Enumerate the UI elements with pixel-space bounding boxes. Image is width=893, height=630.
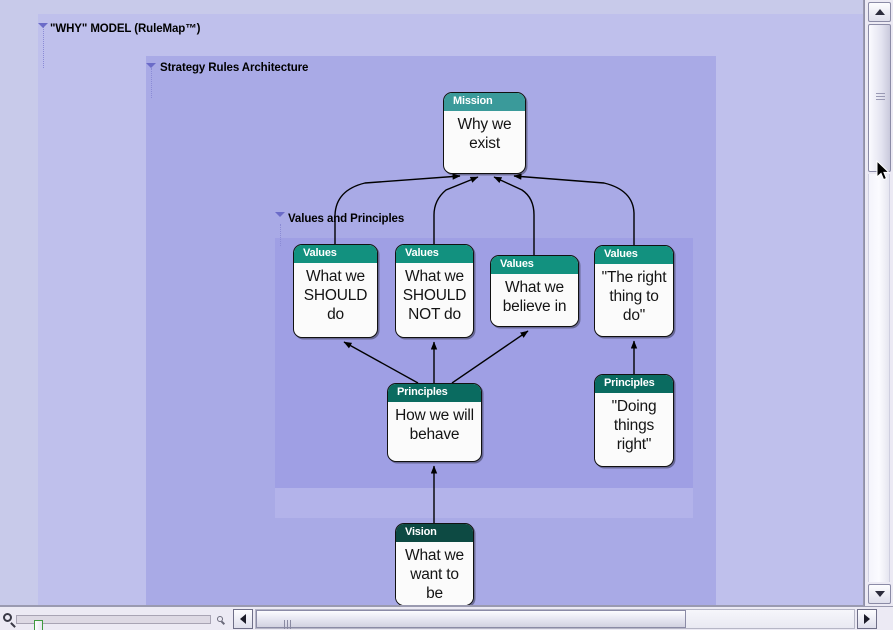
- zoom-slider[interactable]: [16, 615, 211, 630]
- node-values4-header: Values: [595, 246, 673, 264]
- guide-line-strategy: [151, 68, 152, 98]
- scrollbar-grip-icon: [876, 93, 885, 100]
- node-vision-text: What we want to be: [396, 542, 473, 605]
- magnifier-minus-icon[interactable]: [217, 616, 223, 622]
- container-inner-band[interactable]: [275, 488, 693, 518]
- collapse-triangle-values-principles[interactable]: [275, 212, 285, 217]
- vertical-scrollbar[interactable]: [864, 0, 893, 606]
- node-values3-header: Values: [491, 256, 578, 274]
- node-values-should-not-do[interactable]: Values What we SHOULD NOT do: [395, 244, 474, 338]
- scroll-down-button[interactable]: [868, 584, 891, 604]
- node-values-should-do[interactable]: Values What we SHOULD do: [293, 244, 378, 338]
- scroll-up-button[interactable]: [868, 2, 891, 22]
- horizontal-scrollbar-thumb[interactable]: [256, 610, 686, 629]
- vertical-scrollbar-track[interactable]: [868, 174, 890, 582]
- horizontal-scrollbar-track[interactable]: [255, 609, 855, 629]
- vertical-scrollbar-thumb[interactable]: [868, 24, 891, 172]
- node-principles-how-we-behave[interactable]: Principles How we will behave: [387, 383, 482, 462]
- diagram-canvas[interactable]: "WHY" MODEL (RuleMap™) Strategy Rules Ar…: [0, 0, 863, 605]
- label-values-and-principles: Values and Principles: [288, 213, 405, 225]
- node-values1-text: What we SHOULD do: [294, 263, 377, 329]
- chevron-up-icon: [874, 9, 885, 15]
- node-values1-header: Values: [294, 245, 377, 263]
- node-mission[interactable]: Mission Why we exist: [443, 92, 526, 174]
- node-principles-doing-things-right[interactable]: Principles "Doing things right": [594, 374, 674, 467]
- bottom-toolbar: [0, 606, 893, 630]
- node-values4-text: "The right thing to do": [595, 264, 673, 330]
- node-principles1-header: Principles: [388, 384, 481, 402]
- node-vision[interactable]: Vision What we want to be: [395, 523, 474, 605]
- node-principles1-text: How we will behave: [388, 402, 481, 449]
- scroll-left-button[interactable]: [233, 609, 253, 629]
- magnifier-plus-icon[interactable]: [3, 613, 12, 622]
- diagram-viewport[interactable]: "WHY" MODEL (RuleMap™) Strategy Rules Ar…: [0, 0, 864, 606]
- node-principles2-header: Principles: [595, 375, 673, 393]
- collapse-triangle-strategy[interactable]: [146, 63, 156, 68]
- chevron-down-icon: [874, 591, 885, 597]
- scrollbar-grip-icon: [284, 616, 295, 629]
- guide-line-values-principles: [280, 224, 281, 246]
- node-values3-text: What we believe in: [491, 274, 578, 321]
- collapse-triangle-why-model[interactable]: [38, 23, 48, 28]
- node-values-right-thing[interactable]: Values "The right thing to do": [594, 245, 674, 337]
- node-values2-header: Values: [396, 245, 473, 263]
- mouse-cursor: [876, 160, 890, 181]
- zoom-slider-thumb[interactable]: [34, 620, 43, 630]
- label-strategy-rules-architecture: Strategy Rules Architecture: [160, 62, 309, 74]
- node-principles2-text: "Doing things right": [595, 393, 673, 459]
- node-mission-header: Mission: [444, 93, 525, 111]
- label-why-model: "WHY" MODEL (RuleMap™): [50, 23, 201, 35]
- chevron-right-icon: [864, 614, 870, 624]
- node-vision-header: Vision: [396, 524, 473, 542]
- node-mission-text: Why we exist: [444, 111, 525, 158]
- chevron-left-icon: [240, 614, 246, 624]
- guide-line-why-model: [43, 26, 44, 68]
- node-values2-text: What we SHOULD NOT do: [396, 263, 473, 329]
- node-values-believe-in[interactable]: Values What we believe in: [490, 255, 579, 327]
- scroll-right-button[interactable]: [857, 609, 877, 629]
